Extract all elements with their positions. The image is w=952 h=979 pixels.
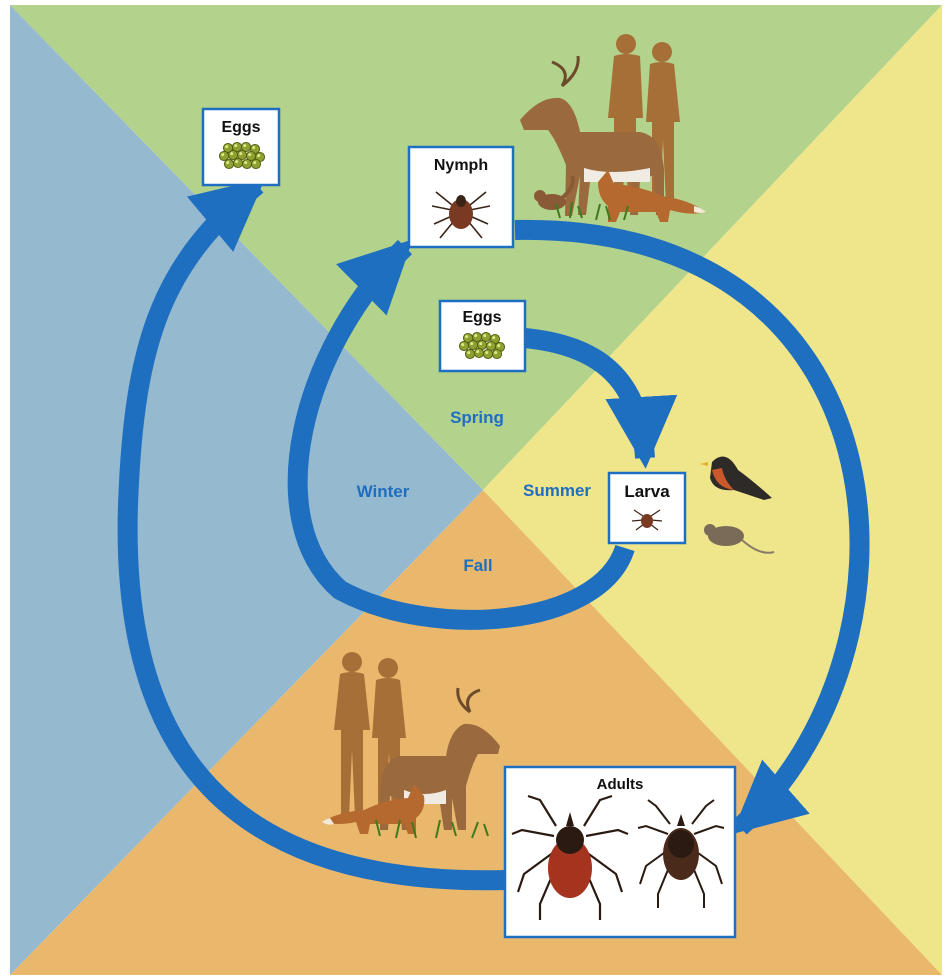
arrow-larva-to-nymph xyxy=(287,239,635,630)
arrow-eggs-to-larva xyxy=(523,328,678,469)
stage-label-adults: Adults xyxy=(597,776,644,793)
stage-box-nymph: Nymph xyxy=(407,145,515,249)
egg-cluster-icon xyxy=(218,141,266,170)
tick-adult-male-icon xyxy=(637,799,725,908)
stage-box-eggs-center: Eggs xyxy=(438,299,527,373)
deer-icon xyxy=(520,55,664,216)
stage-label-eggs-top: Eggs xyxy=(221,119,260,136)
grass-icon xyxy=(555,201,629,221)
stage-label-eggs-center: Eggs xyxy=(462,309,501,326)
stage-label-larva: Larva xyxy=(624,482,670,501)
egg-cluster-icon xyxy=(458,331,506,360)
tick-nymph-icon xyxy=(431,191,491,239)
fox-icon xyxy=(598,170,706,222)
season-label-spring: Spring xyxy=(450,408,504,427)
tick-larva-icon xyxy=(631,509,663,531)
season-label-summer: Summer xyxy=(523,481,591,500)
stage-box-eggs-top: Eggs xyxy=(201,107,281,187)
winter-region xyxy=(10,5,483,975)
robin-icon xyxy=(700,456,772,500)
season-label-winter: Winter xyxy=(357,482,410,501)
grass-icon xyxy=(375,819,489,839)
stage-box-adults: Adults xyxy=(503,765,737,939)
arrow-adults-to-eggs xyxy=(117,177,506,891)
arrow-nymph-to-adults xyxy=(514,219,870,835)
stage-label-nymph: Nymph xyxy=(434,157,488,174)
stage-box-larva: Larva xyxy=(607,471,687,545)
season-label-fall: Fall xyxy=(463,556,492,575)
summer-region xyxy=(483,5,942,975)
mouse-icon xyxy=(704,524,775,554)
tick-adult-female-icon xyxy=(511,794,629,920)
chipmunk-icon xyxy=(534,175,575,210)
